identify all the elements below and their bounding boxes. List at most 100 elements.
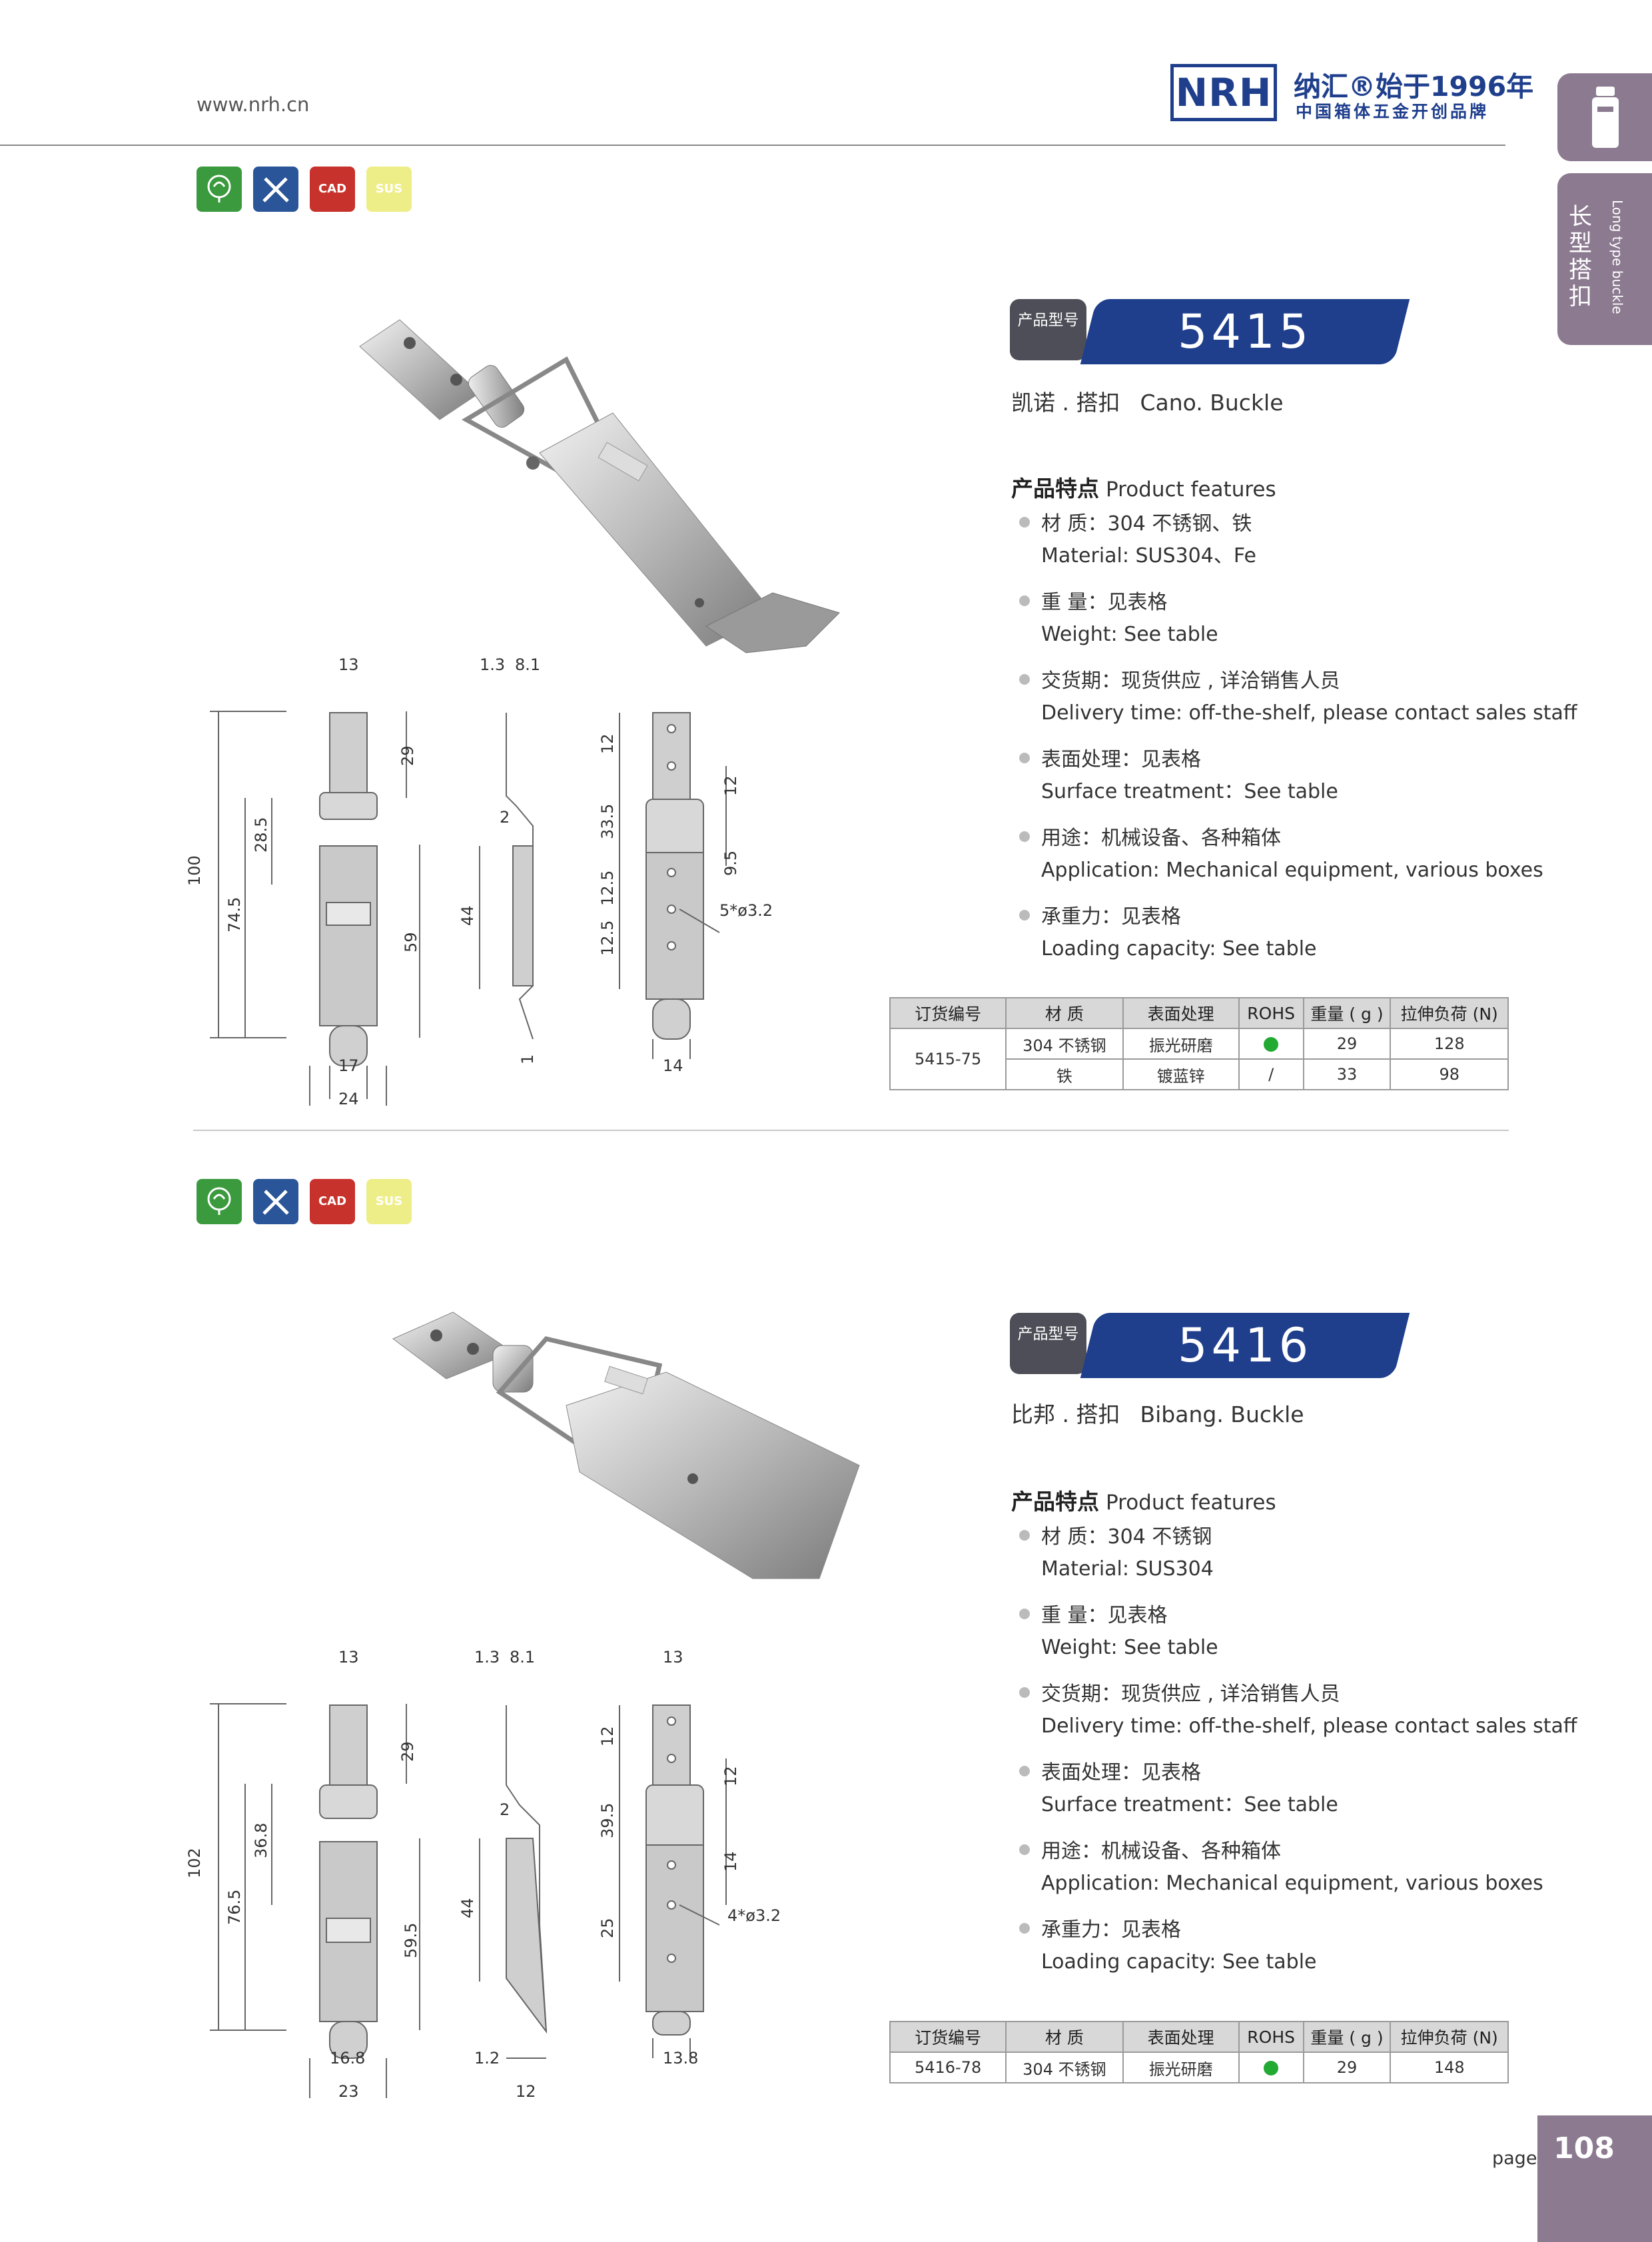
dim-5416-lower: 76.5 [225,1890,244,1925]
col-rohs: ROHS [1238,997,1304,1029]
dim-5416-c: 39.5 [598,1803,617,1838]
eco-icon [197,1179,242,1224]
dim-5416-body: 59.5 [402,1923,420,1958]
dim-5415-side-h: 44 [458,905,477,926]
bullet-icon [1019,1923,1030,1934]
spec-table-5415: 订货编号 材 质 表面处理 ROHS 重量 ( g ) 拉伸负荷 (N) 541… [889,997,1509,1090]
bullet-icon [1019,1609,1030,1619]
product-photo-5416 [392,1311,860,1579]
latch-icon [1592,87,1619,148]
dim-5415-t2: 8.1 [515,655,540,674]
dim-5416-t1: 1.3 [474,1648,500,1667]
cell-material: 铁 [1005,1058,1124,1090]
col-rohs: ROHS [1238,2021,1304,2053]
brand-logo: NRH [1170,64,1277,121]
website-url[interactable]: www.nrh.cn [197,93,310,116]
dim-5416-side-h: 44 [458,1898,477,1918]
col-order-no: 订货编号 [889,997,1007,1029]
model-code-5416: 5416 [1080,1313,1410,1378]
dim-5416-b1: 1.2 [474,2049,500,2067]
dim-5415-body: 59 [402,932,420,952]
cell-weight: 29 [1302,2052,1392,2083]
cell-surface: 振光研磨 [1122,2052,1240,2083]
sus-icon: SUS [366,167,412,212]
page-label: page [1492,2148,1537,2169]
design-tools-icon [253,1179,298,1224]
model-code-5415: 5415 [1080,299,1410,364]
col-order-no: 订货编号 [889,2021,1007,2053]
dim-5416-top-h: 29 [398,1741,417,1762]
side-tab[interactable] [1557,173,1652,345]
dim-5415-f: 12.5 [598,921,617,956]
bullet-icon [1019,1687,1030,1698]
spec-table-5416: 订货编号 材 质 表面处理 ROHS 重量 ( g ) 拉伸负荷 (N) 541… [889,2021,1509,2083]
header-rule [0,145,1505,146]
side-tab-en: Long type buckle [1609,200,1625,314]
bullet-icon [1019,674,1030,685]
cell-surface: 镀蓝锌 [1122,1058,1240,1090]
dim-5416-back-top: 13 [663,1648,683,1667]
dim-5415-a: 12 [598,733,617,754]
bullet-icon [1019,910,1030,921]
dim-5416-mid: 36.8 [252,1823,270,1858]
cell-order-no: 5415-75 [889,1028,1007,1090]
dim-5415-d: 9.5 [721,851,740,876]
cad-icon: CAD [310,167,355,212]
dim-5415-w2: 24 [338,1090,359,1108]
bullet-icon [1019,1844,1030,1855]
cell-rohs: / [1238,1058,1304,1090]
dim-5415-e: 12.5 [598,871,617,906]
bullet-icon [1019,753,1030,763]
dim-5415-bend: 2 [500,808,510,827]
technical-drawing-5415: 13 100 74.5 28.5 29 59 17 24 1.3 8.1 2 4… [187,655,773,1108]
design-tools-icon [253,167,298,212]
dim-5416-w1: 16.8 [330,2049,365,2067]
cell-material: 304 不锈钢 [1005,2052,1124,2083]
bullet-icon [1019,831,1030,842]
dim-5416-bend: 2 [500,1800,510,1819]
dim-5416-total: 102 [187,1848,204,1878]
col-surface: 表面处理 [1122,997,1240,1029]
table-header-row: 订货编号 材 质 表面处理 ROHS 重量 ( g ) 拉伸负荷 (N) [889,997,1509,1029]
cell-weight: 29 [1302,1028,1392,1060]
col-material: 材 质 [1005,2021,1124,2053]
cell-load: 98 [1390,1058,1509,1090]
dim-5416-b: 12 [721,1766,740,1786]
dim-5416-holes: 4*ø3.2 [727,1906,781,1925]
dim-5415-tip: 1 [518,1054,537,1064]
col-weight: 重量 ( g ) [1302,2021,1392,2053]
dim-5416-a: 12 [598,1726,617,1746]
bullet-icon [1019,595,1030,606]
dim-5416-e: 25 [598,1918,617,1938]
cell-order-no: 5416-78 [889,2052,1007,2083]
bullet-icon [1019,1766,1030,1776]
col-surface: 表面处理 [1122,2021,1240,2053]
dim-5415-b: 12 [721,775,740,796]
dim-5416-top-width: 13 [338,1648,359,1667]
eco-icon [197,167,242,212]
dim-5416-w2: 23 [338,2082,359,2101]
technical-drawing-5416: 13 102 76.5 36.8 29 59.5 16.8 23 1.3 8.1… [187,1648,781,2101]
side-tab-cn: 长型搭扣 [1569,204,1593,310]
table-row: 5416-78 304 不锈钢 振光研磨 29 148 [889,2052,1509,2083]
brand-slogan: 中国箱体五金开创品牌 [1296,102,1489,121]
page-number: 108 [1553,2131,1615,2165]
rohs-dot-icon [1264,2061,1279,2075]
cell-weight: 33 [1302,1058,1392,1090]
dim-5415-top-width: 13 [338,655,359,674]
sus-icon: SUS [366,1179,412,1224]
